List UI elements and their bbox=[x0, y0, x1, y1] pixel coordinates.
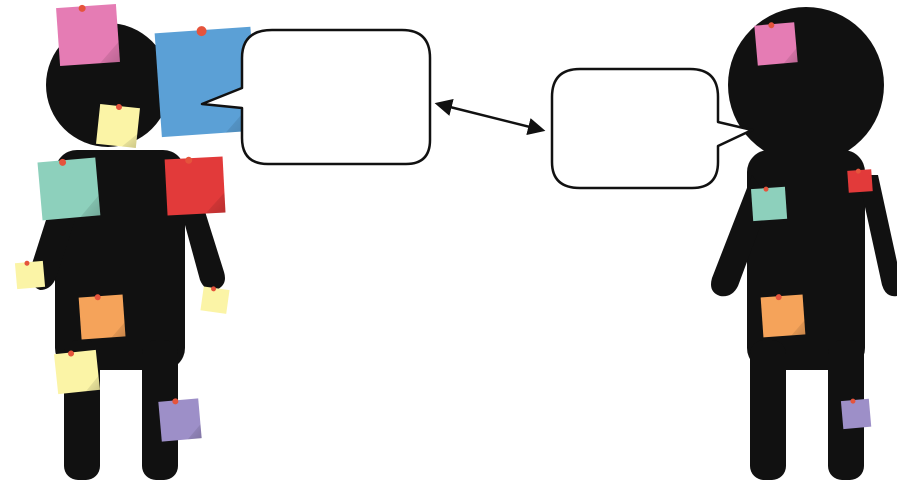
double-headed-arrow bbox=[438, 104, 542, 130]
sticky-note-purple bbox=[158, 396, 202, 441]
sticky-note-yellow-bottom bbox=[54, 348, 100, 394]
sticky-note-purple-right bbox=[841, 397, 871, 429]
sticky-note-pink-right bbox=[754, 20, 798, 65]
sticky-note-teal-right bbox=[751, 185, 787, 221]
sticky-note-yellow bbox=[96, 102, 140, 148]
sticky-note-teal bbox=[37, 156, 100, 220]
sticky-note-yellow-small-right bbox=[200, 285, 229, 314]
right-person-head bbox=[728, 7, 884, 163]
sticky-note-pink bbox=[56, 2, 120, 66]
right-person-left-leg bbox=[750, 340, 786, 480]
sticky-note-red bbox=[165, 155, 226, 215]
sticky-note-orange bbox=[79, 293, 126, 340]
sticky-note-yellow-small-left bbox=[15, 259, 45, 289]
sticky-note-red-right bbox=[847, 168, 873, 193]
sticky-note-orange-right bbox=[761, 293, 806, 338]
right-speech-bubble bbox=[552, 69, 752, 188]
